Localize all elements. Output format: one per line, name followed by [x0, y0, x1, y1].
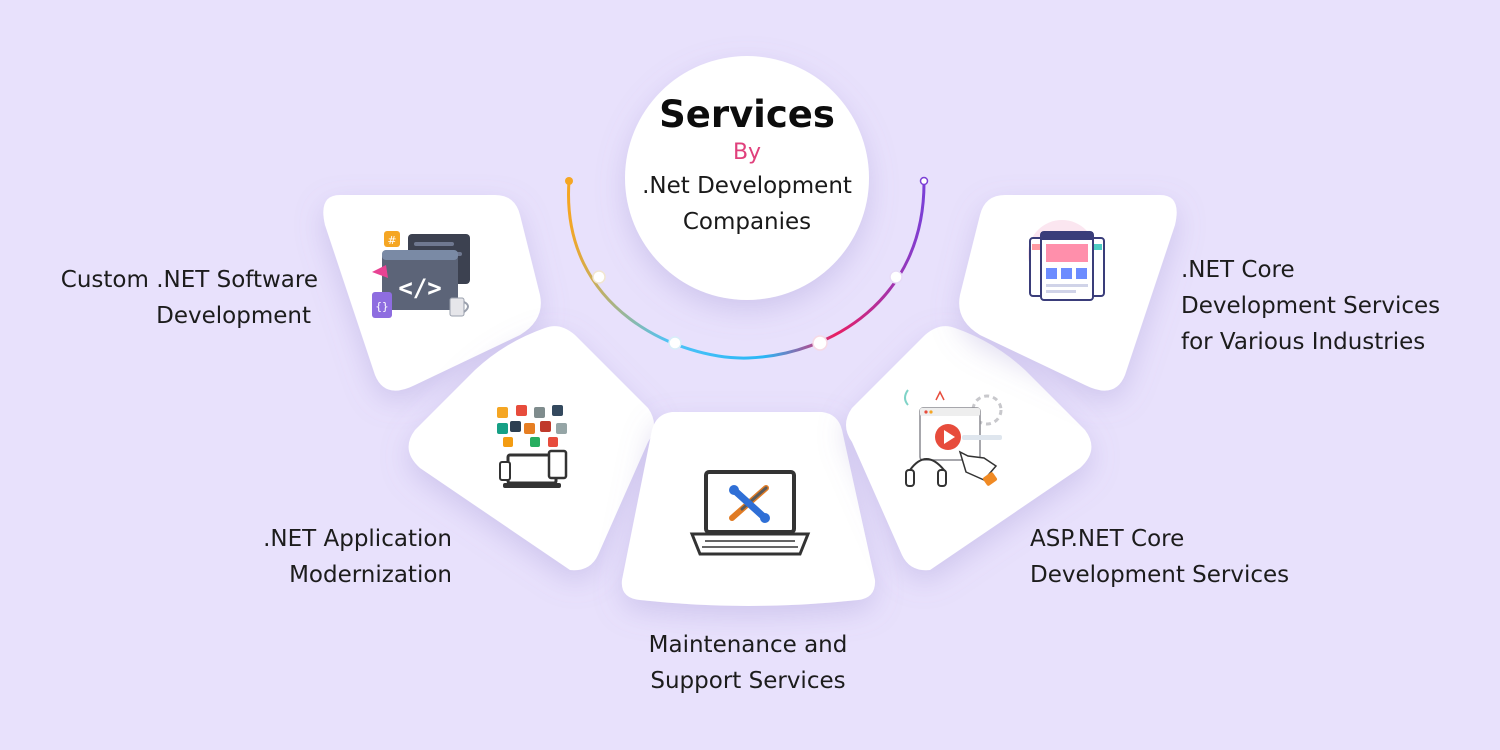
label-modernization: .NET Application Modernization [263, 521, 452, 593]
hub-subtitle-line1: .Net Development [642, 173, 852, 199]
svg-text:</>: </> [398, 274, 441, 302]
arc-dot [592, 270, 606, 284]
arc-dot [812, 335, 828, 351]
code-window-icon: </> # {} [372, 231, 470, 318]
label-line: Development Services [1030, 562, 1290, 588]
label-line: Development Services [1181, 293, 1441, 319]
label-custom-software: Custom .NET Software Development [61, 262, 318, 334]
arc-dot [668, 336, 682, 350]
label-line: Development [156, 303, 311, 329]
label-line: .NET Application [263, 526, 452, 552]
label-line: Custom .NET Software [60, 267, 318, 293]
arc-dot [919, 176, 929, 186]
service-card-modernization [408, 326, 654, 571]
label-line: for Various Industries [1181, 329, 1426, 355]
laptop-tools-icon [689, 470, 811, 556]
label-line: .NET Core [1181, 257, 1295, 283]
hub-subtitle-line2: Companies [682, 209, 812, 235]
hub-text: Services By .Net Development Companies [626, 92, 868, 240]
label-line: Maintenance and [648, 632, 848, 658]
arc-dot [565, 177, 573, 185]
label-line: Support Services [650, 668, 846, 694]
arc-dot [889, 270, 903, 284]
label-line: Modernization [289, 562, 452, 588]
label-net-core: .NET Core Development Services for Vario… [1181, 252, 1440, 360]
web-layout-icon [1028, 220, 1105, 301]
label-line: ASP.NET Core [1030, 526, 1185, 552]
devices-apps-icon [497, 405, 568, 488]
label-maintenance: Maintenance and Support Services [620, 627, 876, 699]
hub-title: Services [659, 93, 835, 136]
svg-text:{}: {} [375, 300, 388, 313]
video-play-icon [904, 389, 1003, 487]
hub-circle [625, 56, 869, 300]
label-aspnet-core: ASP.NET Core Development Services [1030, 521, 1289, 593]
hub-by: By [732, 140, 762, 165]
svg-text:#: # [387, 234, 396, 247]
